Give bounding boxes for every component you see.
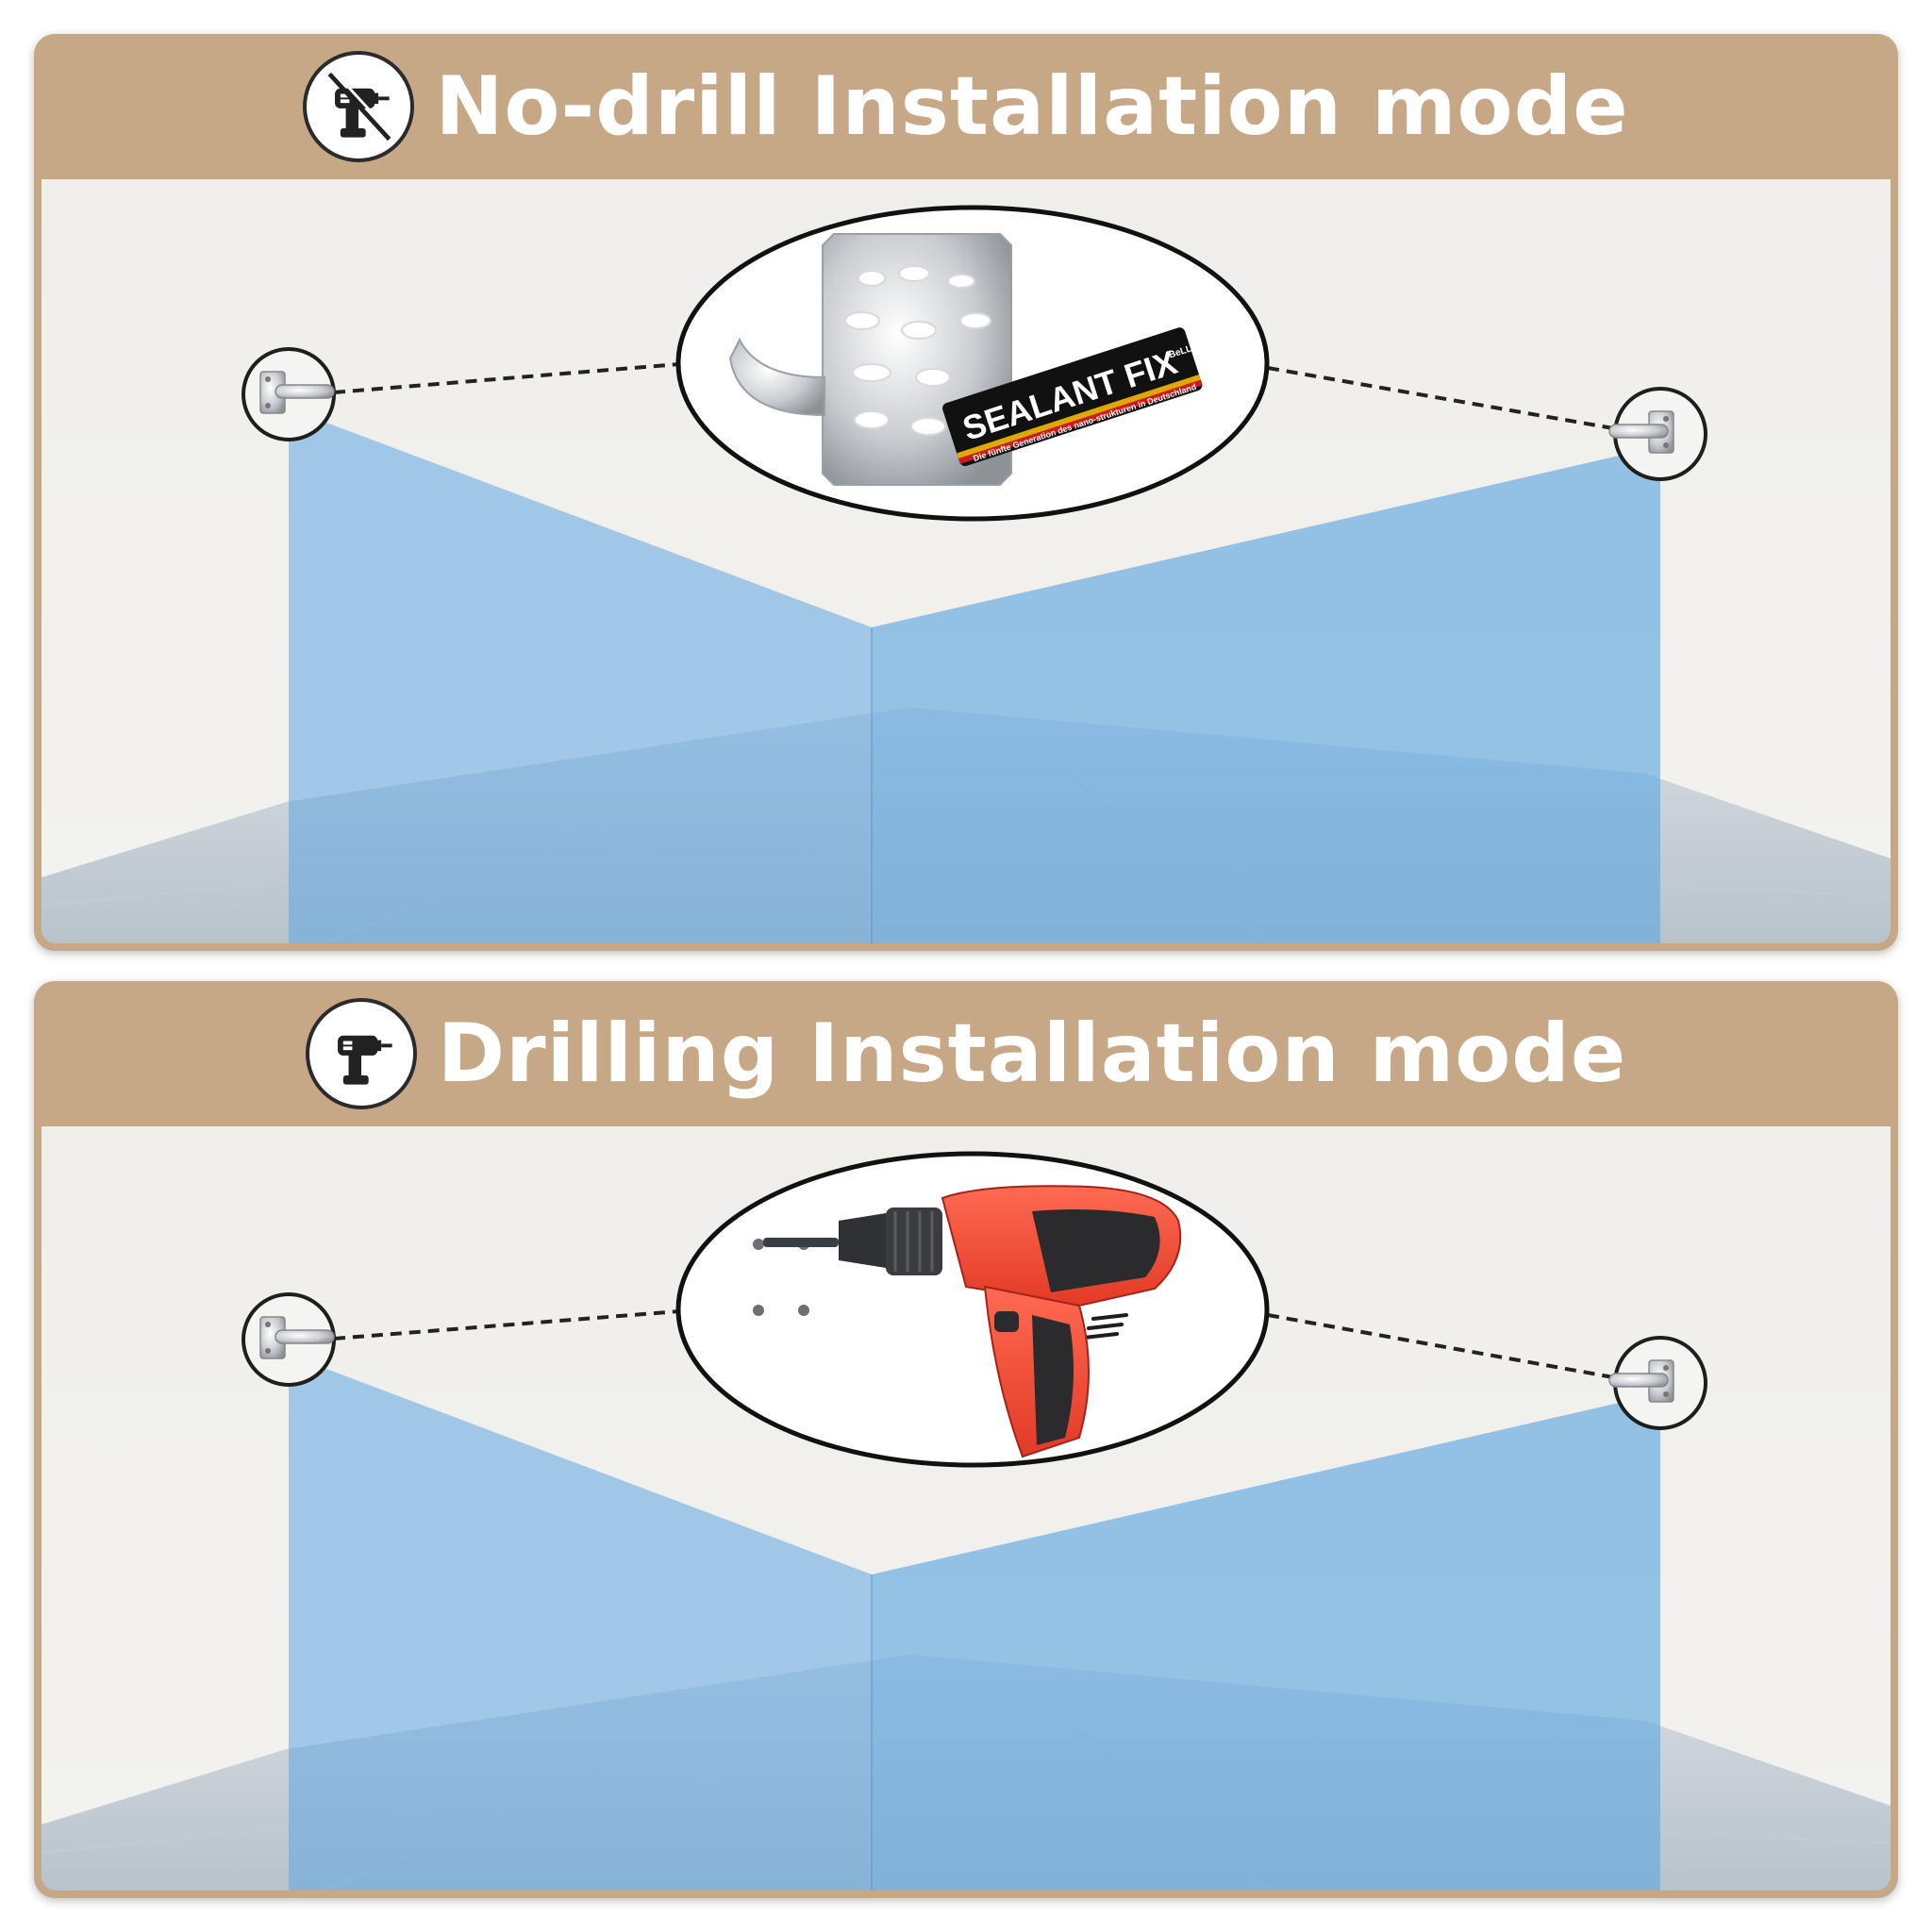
left-bracket-icon (242, 347, 336, 441)
no-drill-scene: SEALANT FIX Die fünfte Generation des na… (42, 179, 1890, 943)
drilling-panel: Drilling Installation mode (34, 981, 1898, 1898)
drilling-header: Drilling Installation mode (34, 981, 1898, 1126)
drill-icon (305, 998, 417, 1109)
left-bracket-icon-2 (242, 1292, 336, 1387)
right-bracket-icon-2 (1608, 1336, 1707, 1430)
bracket-with-glue-icon: SEALANT FIX Die fünfte Generation des na… (675, 205, 1270, 522)
drilling-title: Drilling Installation mode (437, 1007, 1627, 1101)
blue-corner-zone-2 (289, 1355, 1660, 1890)
drilling-scene (42, 1126, 1890, 1890)
right-bracket-icon (1608, 387, 1707, 481)
blue-corner-zone (289, 408, 1660, 943)
no-drill-header: No-drill Installation mode (34, 34, 1898, 179)
power-drill-icon (675, 1151, 1270, 1468)
no-drill-title: No-drill Installation mode (435, 59, 1629, 154)
no-drill-panel: No-drill Installation mode (34, 34, 1898, 951)
no-drill-icon (303, 51, 415, 162)
